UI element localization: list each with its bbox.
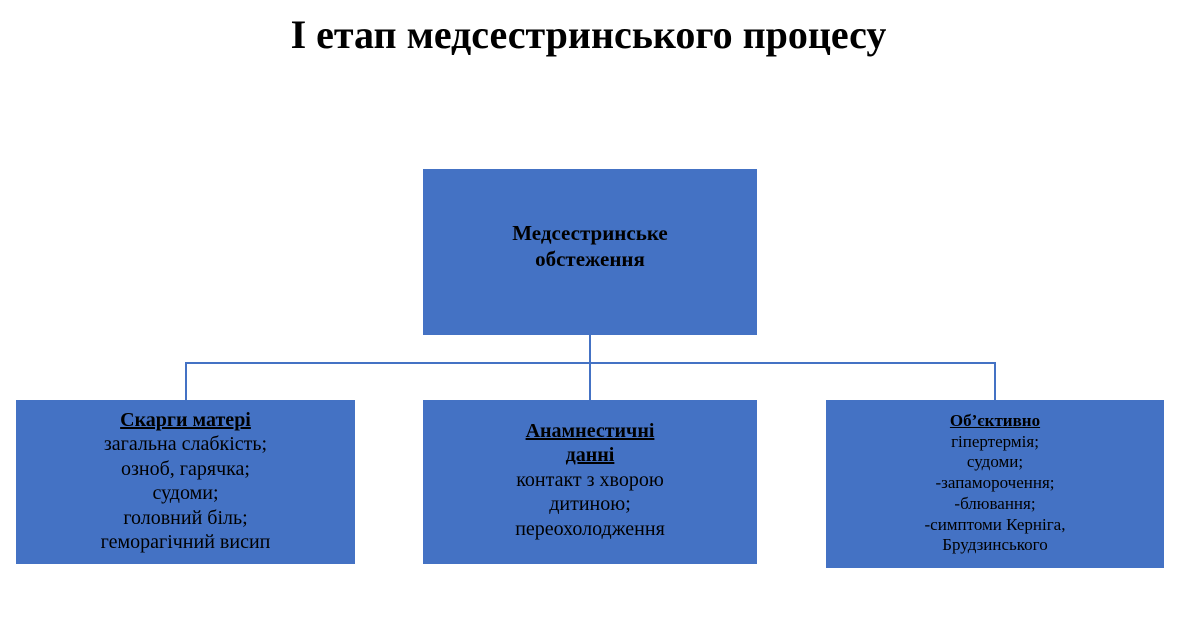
node-anamnesis-heading-2: данні xyxy=(565,444,615,467)
node-anamnesis-heading-1: Анамнестичні xyxy=(525,420,655,442)
node-complaints-line-1: загальна слабкість; xyxy=(103,433,268,456)
node-complaints-line-4: головний біль; xyxy=(123,506,248,529)
node-root-line-1: Медсестринське xyxy=(512,221,668,245)
node-root-text: Медсестринське обстеження xyxy=(423,221,757,272)
node-anamnesis-line-1: контакт з хворою xyxy=(516,468,664,491)
node-objective-text: Об’єктивно гіпертермія; судоми; -запамор… xyxy=(826,411,1164,556)
connector-stem-root xyxy=(589,335,591,364)
node-objective-heading: Об’єктивно xyxy=(949,411,1041,430)
node-objective-findings[interactable]: Об’єктивно гіпертермія; судоми; -запамор… xyxy=(826,400,1164,568)
connector-drop-objective xyxy=(994,362,996,400)
node-complaints-line-3: судоми; xyxy=(152,482,219,505)
node-root-line-2: обстеження xyxy=(535,246,645,271)
node-objective-line-6: Брудзинського xyxy=(942,535,1048,555)
connector-drop-complaints xyxy=(185,362,187,400)
node-nursing-assessment[interactable]: Медсестринське обстеження xyxy=(423,169,757,335)
node-complaints-line-5: геморагічний висип xyxy=(100,530,271,553)
node-anamnesis-line-2: дитиною; xyxy=(549,493,631,516)
node-anamnesis-text: Анамнестичні данні контакт з хворою дити… xyxy=(423,419,757,541)
node-objective-line-5: -симптоми Керніга, xyxy=(924,514,1066,534)
node-objective-line-1: гіпертермія; xyxy=(951,431,1039,451)
node-objective-line-3: -запаморочення; xyxy=(935,473,1055,493)
node-anamnestic-data[interactable]: Анамнестичні данні контакт з хворою дити… xyxy=(423,400,757,564)
node-objective-line-2: судоми; xyxy=(966,452,1024,472)
node-objective-line-4: -блювання; xyxy=(954,493,1036,513)
connector-drop-anamnesis xyxy=(589,362,591,400)
node-anamnesis-line-3: переохолодження xyxy=(515,517,665,540)
node-complaints-text: Скарги матері загальна слабкість; озноб,… xyxy=(16,408,355,554)
node-complaints-heading: Скарги матері xyxy=(120,409,251,431)
node-complaints-line-2: озноб, гарячка; xyxy=(121,457,250,480)
page-title: І етап медсестринського процесу xyxy=(290,12,887,57)
node-mother-complaints[interactable]: Скарги матері загальна слабкість; озноб,… xyxy=(16,400,355,564)
